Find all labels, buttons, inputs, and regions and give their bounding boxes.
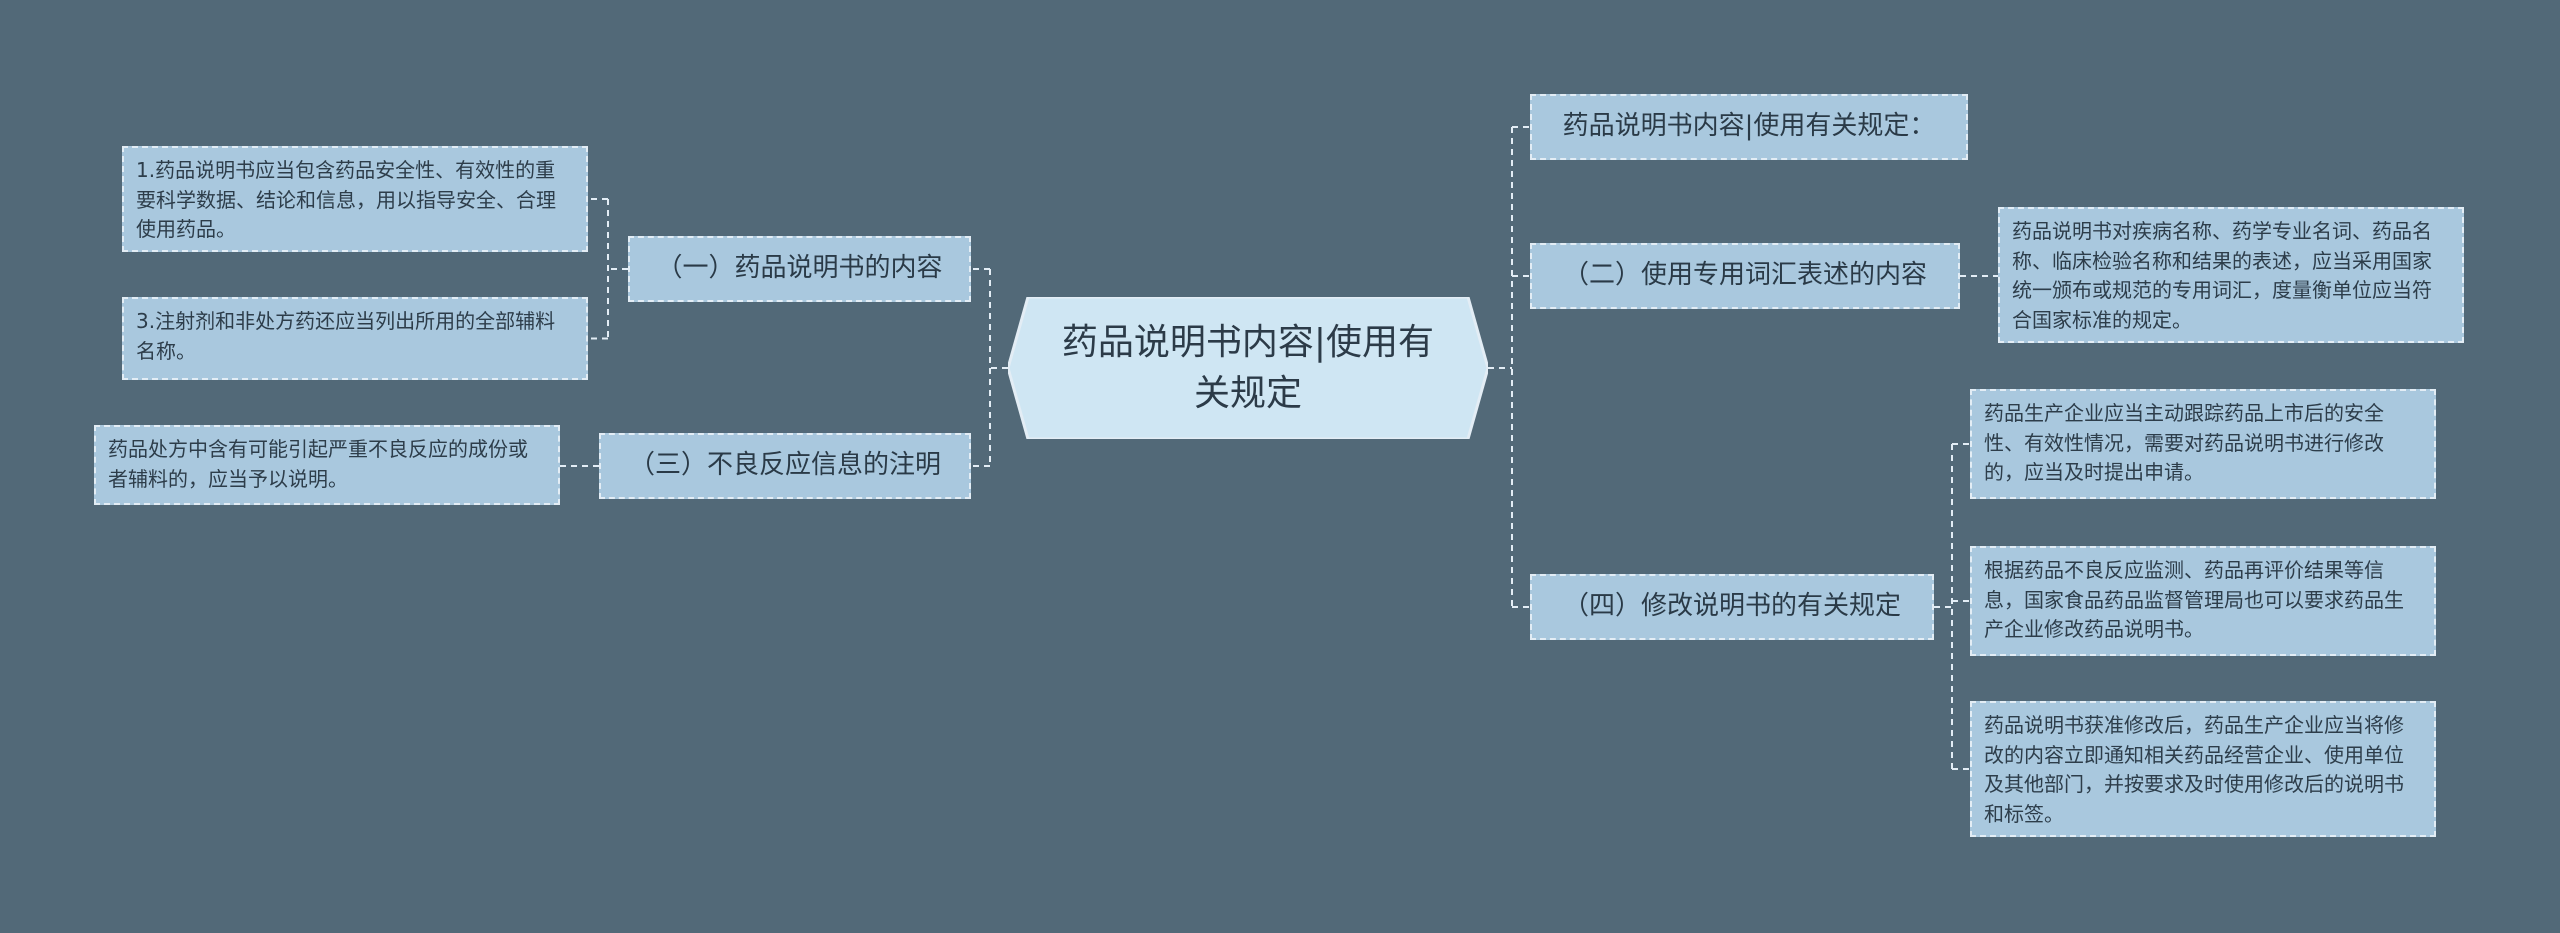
- branch-node-terminology[interactable]: （二）使用专用词汇表述的内容: [1530, 243, 1960, 309]
- root-label: 药品说明书内容|使用有关规定: [1061, 321, 1435, 414]
- leaf-node-core-info[interactable]: 1.药品说明书应当包含药品安全性、有效性的重要科学数据、结论和信息，用以指导安全…: [122, 146, 588, 252]
- root-shape: [1008, 297, 1488, 439]
- branch-node-intro[interactable]: 药品说明书内容|使用有关规定：: [1530, 94, 1968, 160]
- branch-node-revision[interactable]: （四）修改说明书的有关规定: [1530, 574, 1934, 640]
- leaf-node-excipients[interactable]: 3.注射剂和非处方药还应当列出所用的全部辅料名称。: [122, 297, 588, 380]
- leaf-node-regulator-request[interactable]: 根据药品不良反应监测、药品再评价结果等信息，国家食品药品监督管理局也可以要求药品…: [1970, 546, 2436, 656]
- leaf-node-notification[interactable]: 药品说明书获准修改后，药品生产企业应当将修改的内容立即通知相关药品经营企业、使用…: [1970, 701, 2436, 837]
- leaf-node-revision-application[interactable]: 药品生产企业应当主动跟踪药品上市后的安全性、有效性情况，需要对药品说明书进行修改…: [1970, 389, 2436, 499]
- branch-node-contents[interactable]: （一）药品说明书的内容: [628, 236, 971, 302]
- root-node[interactable]: 药品说明书内容|使用有关规定: [1008, 297, 1488, 439]
- leaf-node-adverse-ingredient[interactable]: 药品处方中含有可能引起严重不良反应的成份或者辅料的，应当予以说明。: [94, 425, 560, 505]
- leaf-node-standard-terms[interactable]: 药品说明书对疾病名称、药学专业名词、药品名称、临床检验名称和结果的表述，应当采用…: [1998, 207, 2464, 343]
- branch-node-adverse-reaction[interactable]: （三）不良反应信息的注明: [599, 433, 971, 499]
